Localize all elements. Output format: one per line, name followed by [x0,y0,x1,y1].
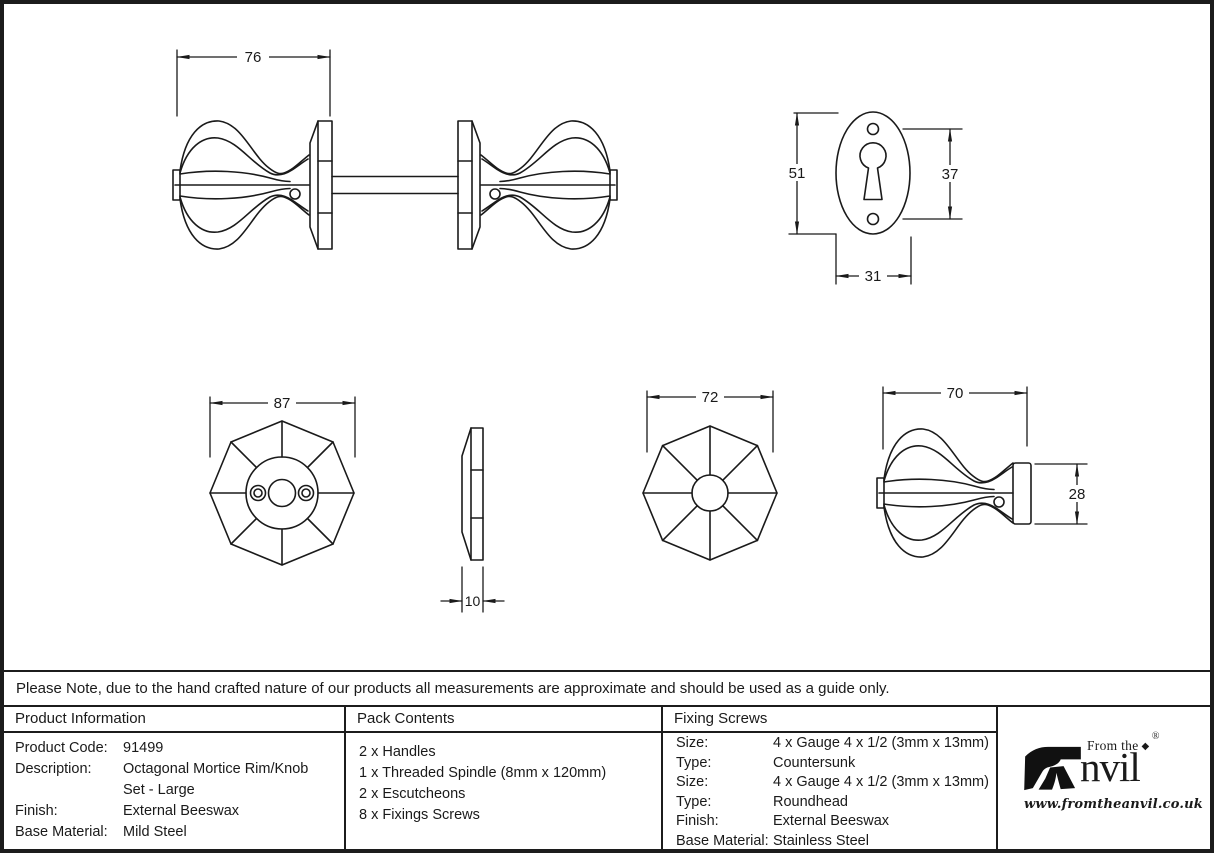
knob-set-side-view [172,120,618,250]
pack-item: 1 x Threaded Spindle (8mm x 120mm) [359,765,607,781]
header-product-information: Product Information [4,707,346,733]
spec-table: Product Information Pack Contents Fixing… [4,705,1210,849]
dimension-escutcheon-height: 51 [783,113,838,234]
dimension-escutcheon-screw-centres: 37 [903,129,964,219]
header-pack-contents: Pack Contents [346,707,663,733]
anvil-icon [1024,746,1081,791]
from-the-anvil-logo: From the◆ nvil ® www.fromtheanvil.co.uk [1024,731,1203,812]
dim-label-87: 87 [274,395,291,412]
diamond-icon: ◆ [1141,741,1150,752]
pack-item: 2 x Handles [359,744,436,760]
description-row: Description: Octagonal Mortice Rim/Knob [15,761,309,777]
screw-type-row: Type: Countersunk [676,754,856,771]
dimension-knob-base-diameter: 28 [1035,464,1091,524]
rose-side-view [462,428,483,560]
header-fixing-screws: Fixing Screws [663,707,998,733]
bottom-section: Please Note, due to the hand crafted nat… [4,670,1210,849]
knob-side-view [876,428,1031,558]
dim-label-10: 10 [465,593,481,609]
logo-cell: From the◆ nvil ® www.fromtheanvil.co.uk [998,707,1210,849]
rose-front-view [210,421,354,565]
finish-row: Finish: External Beeswax [15,803,240,819]
escutcheon-front-view [836,112,910,234]
dimension-set-depth: 76 [177,48,330,116]
base-material-row: Base Material: Mild Steel [15,824,187,840]
escutcheon-screw-hole-bottom [868,214,879,225]
description-row-2: Set - Large [123,782,195,798]
dimension-escutcheon-width: 31 [836,234,911,285]
screw-base-material-row: Base Material: Stainless Steel [676,832,869,849]
knob-front-view [643,426,777,560]
technical-drawing: 76 51 37 [172,48,1091,670]
product-code-row: Product Code: 91499 [15,740,164,756]
logo-website: www.fromtheanvil.co.uk [1024,797,1203,812]
dim-label-37: 37 [942,166,959,183]
dim-label-51: 51 [789,165,806,182]
pack-item: 8 x Fixings Screws [359,807,480,823]
dim-label-70: 70 [947,385,964,402]
dimension-knob-depth: 70 [883,384,1027,449]
escutcheon-screw-hole-top [868,124,879,135]
registered-mark: ® [1151,731,1160,742]
keyhole [860,143,886,200]
pack-contents-body: 2 x Handles 1 x Threaded Spindle (8mm x … [346,733,663,849]
screw-finish-row: Finish: External Beeswax [676,813,890,829]
note-bar: Please Note, due to the hand crafted nat… [4,670,1210,705]
product-information-body: Product Code: 91499 Description: Octagon… [4,733,346,849]
pack-item: 2 x Escutcheons [359,786,466,802]
dimension-rose-thickness: 10 [441,567,504,612]
spindle-hole [269,480,296,507]
dim-label-28: 28 [1069,486,1086,503]
logo-from-the: From the◆ [1087,738,1150,753]
note-text: Please Note, due to the hand crafted nat… [16,680,890,697]
screw-type-row-2: Type: Roundhead [676,793,848,810]
screw-size-row-2: Size: 4 x Gauge 4 x 1/2 (3mm x 13mm) [676,774,989,790]
dimension-rose-diameter: 87 [210,394,355,457]
screw-size-row: Size: 4 x Gauge 4 x 1/2 (3mm x 13mm) [676,735,989,751]
dim-label-76: 76 [245,49,262,66]
dimension-knob-diameter: 72 [647,388,773,452]
logo-anvil-text: nvil [1080,744,1141,790]
dim-label-72: 72 [702,389,719,406]
dim-label-31: 31 [865,268,882,285]
fixing-screws-body: Size: 4 x Gauge 4 x 1/2 (3mm x 13mm) Typ… [663,733,998,849]
